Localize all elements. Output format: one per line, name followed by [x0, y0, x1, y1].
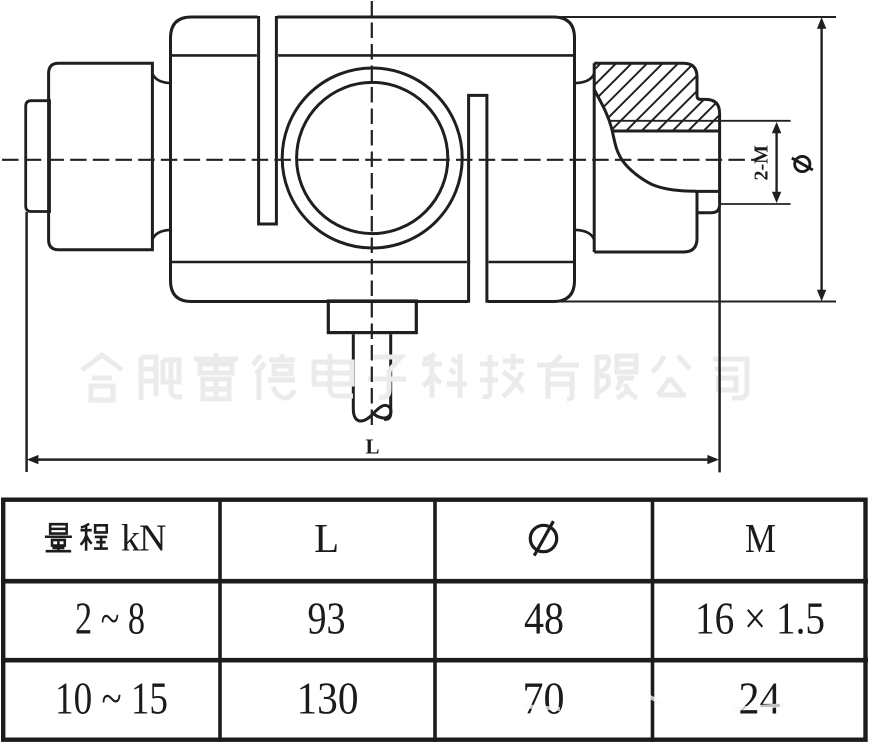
- svg-text:24: 24: [739, 673, 781, 724]
- svg-text:L: L: [314, 515, 339, 561]
- svg-text:2-M: 2-M: [751, 145, 773, 181]
- svg-text:93: 93: [308, 593, 346, 644]
- svg-text:130: 130: [297, 673, 359, 724]
- svg-text:2 ~ 8: 2 ~ 8: [75, 593, 145, 644]
- svg-text:48: 48: [524, 593, 564, 644]
- svg-text:kN: kN: [121, 518, 166, 560]
- svg-text:16 × 1.5: 16 × 1.5: [695, 593, 825, 644]
- svg-text:10 ~ 15: 10 ~ 15: [55, 673, 168, 724]
- svg-text:L: L: [365, 435, 379, 459]
- svg-text:70: 70: [523, 673, 565, 724]
- svg-text:M: M: [745, 515, 776, 561]
